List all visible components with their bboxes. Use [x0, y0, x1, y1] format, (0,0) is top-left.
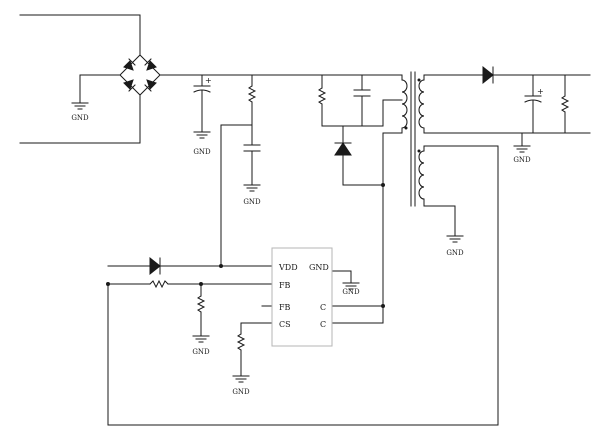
bulk-capacitor-ground: GND — [193, 131, 211, 156]
polarity-mark: + — [537, 87, 544, 96]
vdd-supply-line — [220, 124, 253, 267]
aux-top-line — [107, 145, 499, 426]
output-diode — [482, 65, 494, 85]
load-resistor — [560, 74, 570, 134]
controller-ic: VDD GND FB FB C CS C — [271, 247, 333, 347]
ac-input-wires — [19, 14, 141, 144]
gnd-label: GND — [446, 249, 464, 257]
bulk-capacitor: + — [193, 74, 212, 133]
gnd-label: GND — [243, 198, 261, 206]
clamp-capacitor — [353, 74, 371, 127]
pin-cs-label: CS — [279, 320, 291, 329]
transformer — [401, 71, 425, 207]
polarity-mark: + — [205, 76, 212, 85]
startup-capacitor — [243, 144, 261, 186]
startup-resistor — [247, 74, 257, 146]
gnd-label: GND — [232, 388, 250, 396]
primary-drain-line — [331, 132, 403, 324]
controller-ground: GND — [331, 270, 360, 296]
gnd-label: GND — [342, 288, 360, 296]
secondary-top-line — [423, 74, 484, 81]
output-ground: GND — [513, 132, 531, 164]
pin-c2-label: C — [320, 320, 326, 329]
clamp-resistor — [317, 74, 327, 127]
startup-capacitor-ground: GND — [243, 184, 261, 206]
gnd-label: GND — [193, 148, 211, 156]
cs-resistor: GND — [232, 322, 273, 396]
pin-fb2-label: FB — [279, 303, 291, 312]
bridge-rectifier — [119, 54, 161, 96]
output-capacitor: + — [524, 74, 544, 134]
junction-dot — [381, 183, 385, 187]
secondary-return-line — [423, 127, 591, 134]
aux-ground: GND — [423, 198, 464, 257]
gnd-label: GND — [513, 156, 531, 164]
pin-c1-label: C — [320, 303, 326, 312]
junction-dot — [219, 264, 223, 268]
fb-pulldown-resistor: GND — [192, 283, 210, 356]
clamp-diode — [334, 125, 352, 186]
pin-vdd-label: VDD — [278, 263, 298, 272]
vdd-diode — [149, 256, 161, 276]
pin-fb-label: FB — [279, 281, 291, 290]
gnd-label: GND — [192, 348, 210, 356]
gnd-label: GND — [71, 114, 89, 122]
fb-resistor — [149, 279, 169, 289]
pin-gnd-label: GND — [309, 263, 329, 272]
bridge-ground: GND — [71, 74, 121, 122]
clamp-node — [321, 99, 403, 127]
